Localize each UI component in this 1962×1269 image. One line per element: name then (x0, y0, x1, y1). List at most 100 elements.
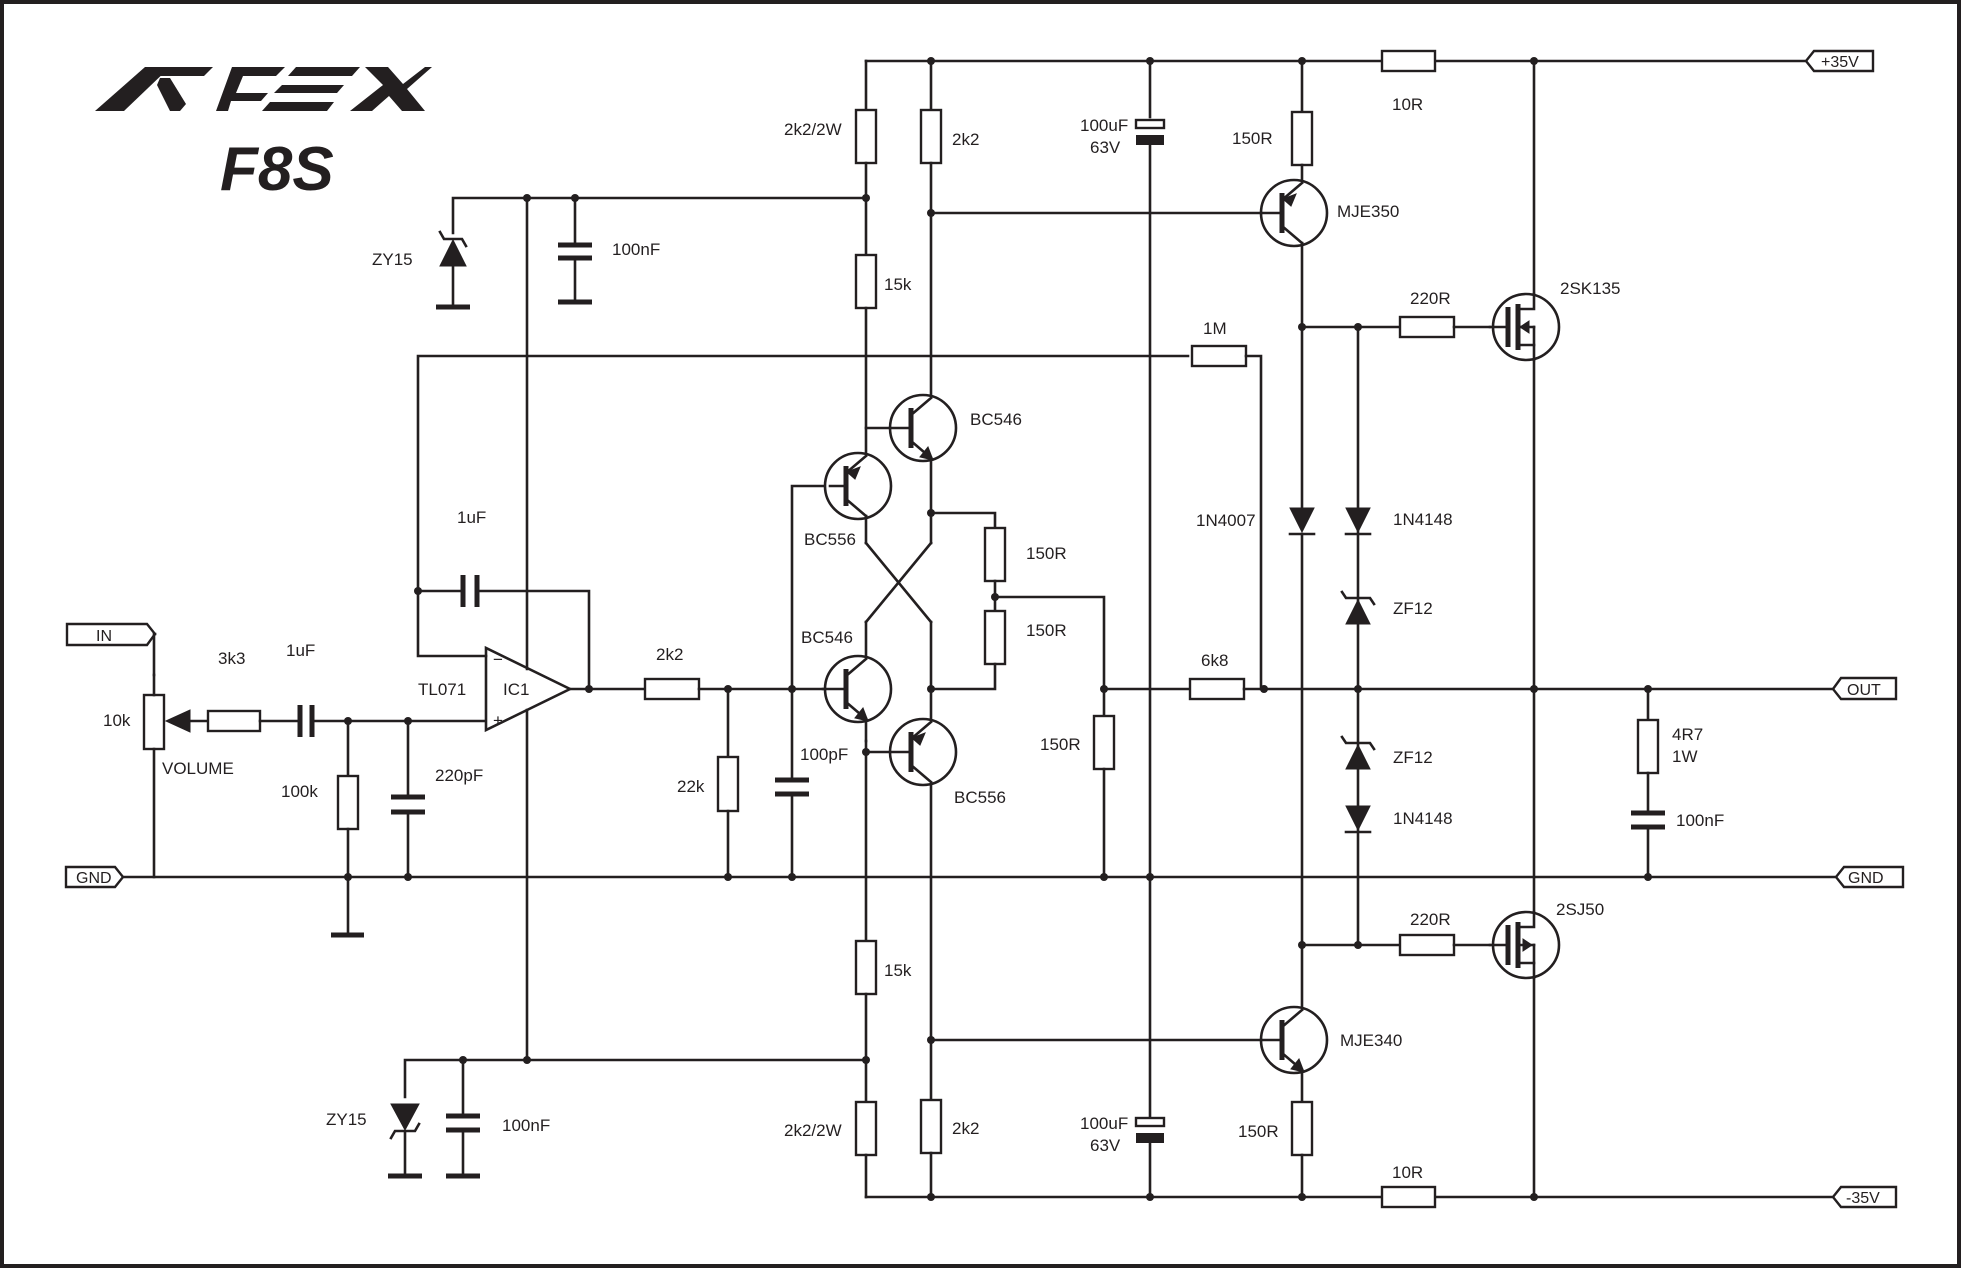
transistor-bc556-bot-label: BC556 (954, 788, 1006, 807)
resistor-150r-emitter-top-label: 150R (1232, 129, 1273, 148)
mosfet-2sk135 (1488, 292, 1561, 362)
resistor-2k2-top-label: 2k2 (952, 130, 979, 149)
transistor-bc546-bot (821, 654, 893, 724)
resistor-2k2-2w-bot (854, 1100, 878, 1157)
resistor-150r-c (1092, 714, 1116, 771)
volume-pot (142, 693, 166, 751)
diode-1n4148-top-label: 1N4148 (1393, 510, 1453, 529)
cap-bulk-top-plate-b (1136, 135, 1164, 145)
resistor-22k-label: 22k (677, 777, 705, 796)
resistor-150r-c-label: 150R (1040, 735, 1081, 754)
cap-bulk-top-voltage: 63V (1090, 138, 1121, 157)
transistor-bc556-top-label: BC556 (804, 530, 856, 549)
port-out: OUT (1831, 676, 1898, 701)
transistor-mje350-label: MJE350 (1337, 202, 1399, 221)
transistor-mje340 (1259, 1005, 1329, 1075)
resistor-zobel-power: 1W (1672, 747, 1698, 766)
resistor-220r-bot-label: 220R (1410, 910, 1451, 929)
cap-bulk-bot-plate-a (1134, 1116, 1166, 1128)
cap-220pf-label: 220pF (435, 766, 483, 785)
resistor-100k-label: 100k (281, 782, 318, 801)
port-gnd-left-label: GND (76, 870, 112, 887)
transistor-bc546-top (888, 393, 958, 463)
brand-logo (95, 67, 432, 111)
diode-1n4007 (1289, 507, 1315, 534)
port-minus35-label: -35V (1846, 1190, 1880, 1207)
resistor-220r-bot (1398, 933, 1456, 957)
cap-bulk-bot-plate-b (1136, 1133, 1164, 1143)
cap-bulk-bot-voltage: 63V (1090, 1136, 1121, 1155)
resistor-15k-top-label: 15k (884, 275, 912, 294)
cap-bulk-top-plate-a (1134, 118, 1166, 130)
port-gnd-left: GND (64, 865, 125, 889)
resistor-2k2-2w-bot-label: 2k2/2W (784, 1121, 842, 1140)
model-title: F8S (220, 135, 334, 204)
cap-zobel-label: 100nF (1676, 811, 1724, 830)
port-minus35: -35V (1831, 1185, 1898, 1209)
zener-zy15-bot (390, 1103, 420, 1132)
transistor-mje340-label: MJE340 (1340, 1031, 1402, 1050)
wire-top-supply (451, 196, 868, 235)
cross-wire-b (864, 541, 933, 624)
zener-zf12-bot (1345, 743, 1371, 770)
resistor-2k2-2w-top-label: 2k2/2W (784, 120, 842, 139)
zener-zy15-bot-label: ZY15 (326, 1110, 367, 1129)
transistor-bc556-bot (864, 717, 958, 787)
resistor-10r-top (1380, 49, 1437, 73)
resistor-15k-bot (854, 939, 878, 996)
resistor-1m-label: 1M (1203, 319, 1227, 338)
resistor-220r-top-label: 220R (1410, 289, 1451, 308)
port-in: IN (65, 622, 157, 647)
zener-zy15-top-label: ZY15 (372, 250, 413, 269)
resistor-10r-bot-label: 10R (1392, 1163, 1423, 1182)
cap-100nf-top-label: 100nF (612, 240, 660, 259)
opamp-ref-label: IC1 (503, 680, 529, 699)
resistor-3k3-label: 3k3 (218, 649, 245, 668)
opamp-plus: + (493, 711, 503, 730)
port-out-label: OUT (1847, 682, 1881, 699)
diode-1n4148-bot-label: 1N4148 (1393, 809, 1453, 828)
resistor-15k-top (854, 253, 878, 310)
transistor-bc556-top (823, 451, 893, 521)
resistor-22k (716, 755, 740, 813)
resistor-zobel-value: 4R7 (1672, 725, 1703, 744)
wire-bot-supply (403, 1058, 868, 1099)
resistor-150r-b (983, 609, 1007, 666)
resistor-150r-emitter-bot-label: 150R (1238, 1122, 1279, 1141)
resistor-6k8 (1188, 677, 1246, 701)
resistor-150r-a (983, 526, 1007, 583)
resistor-2k2-in-label: 2k2 (656, 645, 683, 664)
resistor-3k3 (206, 709, 262, 733)
cap-1uf-in-label: 1uF (286, 641, 315, 660)
pot-name-label: VOLUME (162, 759, 234, 778)
resistor-150r-b-label: 150R (1026, 621, 1067, 640)
opamp-minus: − (493, 650, 503, 669)
resistor-6k8-label: 6k8 (1201, 651, 1228, 670)
resistor-150r-emitter-bot (1290, 1100, 1314, 1157)
port-gnd-right: GND (1834, 865, 1905, 889)
resistor-150r-emitter-top (1290, 110, 1314, 167)
cap-100nf-bot-label: 100nF (502, 1116, 550, 1135)
cap-1uf-fb-label: 1uF (457, 508, 486, 527)
pot-value-label: 10k (103, 711, 131, 730)
cap-bulk-bot-value: 100uF (1080, 1114, 1128, 1133)
resistor-2k2-2w-top (854, 108, 878, 165)
transistor-bc546-bot-label: BC546 (801, 628, 853, 647)
resistor-150r-a-label: 150R (1026, 544, 1067, 563)
transistor-mje350 (1259, 178, 1329, 248)
diode-1n4148-bot (1345, 805, 1371, 832)
port-plus35-label: +35V (1821, 54, 1859, 71)
zener-zf12-top (1345, 598, 1371, 625)
resistor-2k2-top (919, 108, 943, 165)
resistor-220r-top (1398, 315, 1456, 339)
zener-zf12-top-label: ZF12 (1393, 599, 1433, 618)
wire-opamp-inv (416, 354, 1190, 658)
mosfet-2sj50 (1488, 910, 1561, 980)
opamp-type-label: TL071 (418, 680, 466, 699)
wire-in (152, 632, 157, 677)
diode-1n4007-label: 1N4007 (1196, 511, 1256, 530)
zener-zf12-bot-label: ZF12 (1393, 748, 1433, 767)
port-in-label: IN (96, 628, 112, 645)
resistor-2k2-bot (919, 1098, 943, 1155)
